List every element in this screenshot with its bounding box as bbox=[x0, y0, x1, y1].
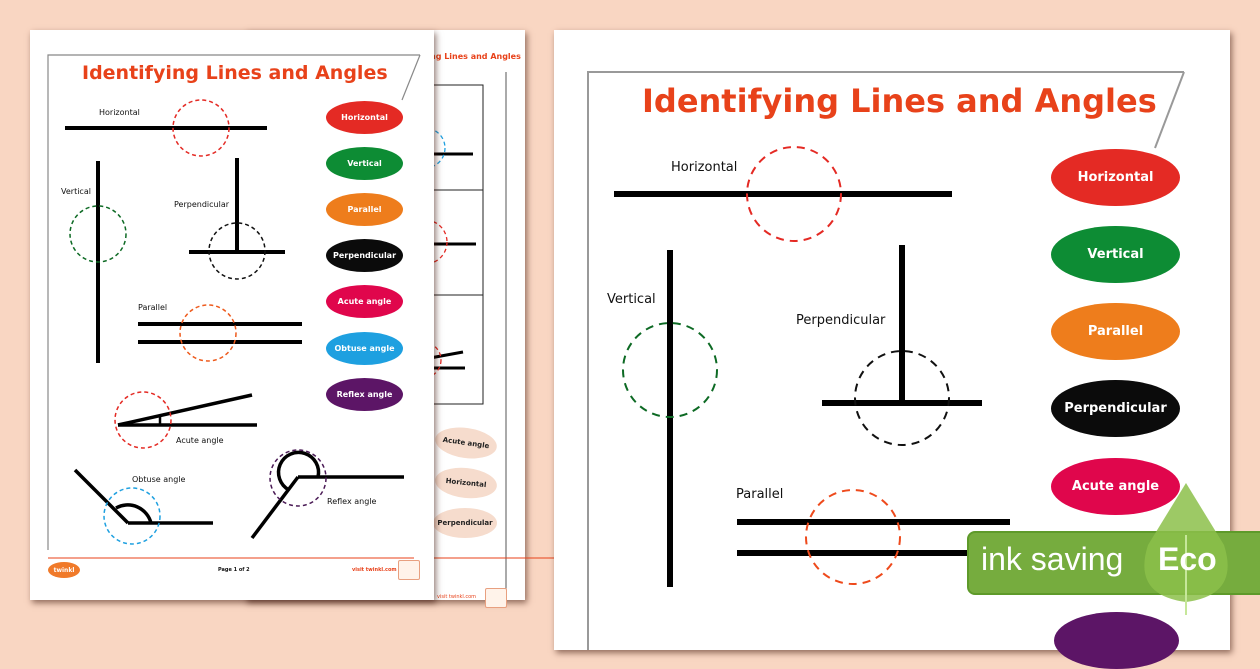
zoomed-label-perpendicular: Perpendicular bbox=[796, 313, 886, 328]
label-acute: Acute angle bbox=[176, 436, 224, 445]
zoomed-label-parallel: Parallel bbox=[736, 487, 784, 502]
pill-reflex: Reflex angle bbox=[326, 378, 403, 411]
twinkl-logo: twinkl bbox=[48, 562, 80, 578]
label-obtuse: Obtuse angle bbox=[132, 475, 186, 484]
eco-label: Eco bbox=[1158, 541, 1217, 577]
pill-label: Acute angle bbox=[337, 297, 392, 306]
back-pill-label: Horizontal bbox=[445, 476, 487, 490]
pill-perpendicular: Perpendicular bbox=[326, 239, 403, 272]
pill-label: Parallel bbox=[1087, 324, 1144, 339]
pill-label: Acute angle bbox=[1071, 479, 1160, 494]
pill-label: Perpendicular bbox=[332, 251, 397, 260]
back-footer-url: visit twinkl.com bbox=[437, 594, 477, 600]
label-reflex: Reflex angle bbox=[327, 497, 377, 506]
pill-label: Obtuse angle bbox=[334, 344, 395, 353]
ink-saving-text: ink saving bbox=[981, 541, 1124, 577]
front-page-thumbnail: Identifying Lines and Angles Horizontal … bbox=[30, 30, 434, 600]
pill-obtuse: Obtuse angle bbox=[326, 332, 403, 365]
pill-label: Horizontal bbox=[1077, 170, 1154, 185]
zoomed-label-vertical: Vertical bbox=[607, 292, 656, 307]
zoomed-diagrams bbox=[587, 71, 1185, 650]
zoomed-pill-parallel: Parallel bbox=[1051, 303, 1180, 360]
pill-label: Perpendicular bbox=[1064, 401, 1167, 416]
zoomed-title: Identifying Lines and Angles bbox=[642, 82, 1157, 120]
zoomed-pill-perpendicular: Perpendicular bbox=[1051, 380, 1180, 437]
footer-badge bbox=[398, 560, 420, 580]
zoomed-label-horizontal: Horizontal bbox=[671, 160, 738, 175]
pill-label: Reflex angle bbox=[336, 390, 393, 399]
twinkl-logo-text: twinkl bbox=[53, 566, 75, 574]
pill-acute: Acute angle bbox=[326, 285, 403, 318]
zoomed-pill-reflex-partial bbox=[1054, 612, 1179, 669]
back-footer-logo bbox=[485, 588, 507, 608]
pill-label: Parallel bbox=[347, 205, 382, 214]
pill-label: Vertical bbox=[347, 159, 382, 168]
footer-url: visit twinkl.com bbox=[352, 567, 397, 573]
back-pill-label: Perpendicular bbox=[437, 519, 493, 527]
pill-vertical: Vertical bbox=[326, 147, 403, 180]
worksheet-title: Identifying Lines and Angles bbox=[82, 62, 388, 84]
label-horizontal: Horizontal bbox=[99, 108, 140, 117]
pill-parallel: Parallel bbox=[326, 193, 403, 226]
zoomed-pill-vertical: Vertical bbox=[1051, 226, 1180, 283]
footer-page-number: Page 1 of 2 bbox=[218, 567, 250, 573]
label-parallel: Parallel bbox=[138, 303, 168, 312]
back-pill-label: Acute angle bbox=[442, 435, 490, 451]
zoomed-pill-acute: Acute angle bbox=[1051, 458, 1180, 515]
worksheet-diagrams bbox=[47, 54, 421, 559]
zoomed-pill-horizontal: Horizontal bbox=[1051, 149, 1180, 206]
back-pill-perpendicular: Perpendicular bbox=[433, 508, 497, 538]
back-page-title: ng Lines and Angles bbox=[430, 52, 521, 61]
pill-label: Vertical bbox=[1087, 247, 1144, 262]
label-perpendicular: Perpendicular bbox=[174, 200, 230, 209]
pill-horizontal: Horizontal bbox=[326, 101, 403, 134]
label-vertical: Vertical bbox=[61, 187, 91, 196]
pill-label: Horizontal bbox=[341, 113, 388, 122]
front-page-zoomed: Identifying Lines and Angles Horizontal … bbox=[554, 30, 1230, 669]
